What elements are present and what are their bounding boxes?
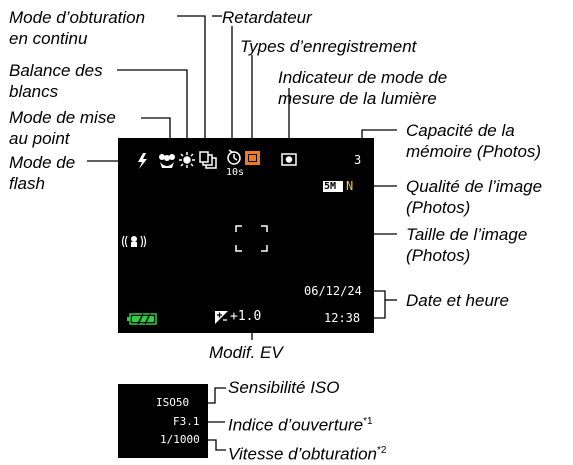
sun-icon: [179, 152, 195, 168]
battery-icon: [127, 313, 157, 325]
leader-white-balance: [117, 69, 188, 156]
aperture-value: F3.1: [173, 415, 200, 428]
label-recording-types: Types d’enregistrement: [240, 37, 417, 56]
self-timer-icon: [227, 149, 241, 165]
image-size-badge: 5M: [324, 181, 337, 192]
label-aperture: Indice d’ouverture*1: [228, 415, 373, 435]
iso-value: ISO50: [156, 396, 190, 409]
memory-capacity-value: 3: [354, 153, 362, 167]
leader-continuous-shutter: [177, 15, 206, 156]
label-self-timer: Retardateur: [222, 8, 312, 27]
date-value: 06/12/24: [304, 284, 362, 298]
self-timer-value: 10s: [226, 167, 245, 178]
metering-icon: [281, 153, 297, 166]
image-quality-badge: N: [346, 179, 354, 193]
label-iso: Sensibilité ISO: [228, 378, 340, 397]
label-image-quality: Qualité de l’image(Photos): [406, 177, 543, 217]
anti-shake-icon: [121, 235, 147, 248]
macro-icon: [159, 154, 175, 168]
ev-icon: [215, 311, 228, 324]
focus-frame: [235, 225, 268, 252]
exposure-info-panel: ISO50 F3.1 1/1000: [118, 384, 208, 458]
leader-shutter: [208, 439, 226, 451]
label-date-time: Date et heure: [406, 291, 510, 310]
label-image-size: Taille de l’image(Photos): [406, 225, 528, 265]
leader-date-time: [370, 290, 386, 319]
continuous-shutter-icon: [199, 151, 217, 169]
shutter-speed-value: 1/1000: [160, 433, 200, 446]
flash-icon: [138, 153, 147, 169]
size-badge-bg: [323, 181, 343, 192]
monitor-icons: [121, 149, 343, 325]
label-shutter-speed: Vitesse d’obturation*2: [228, 444, 387, 464]
leader-iso: [208, 387, 226, 404]
ev-value: +1.0: [230, 309, 262, 324]
time-value: 12:38: [324, 311, 361, 325]
camera-monitor: 10s 3 5M N 06/12/24 12:38 +1.0: [118, 138, 374, 333]
label-ev-shift: Modif. EV: [209, 343, 283, 362]
